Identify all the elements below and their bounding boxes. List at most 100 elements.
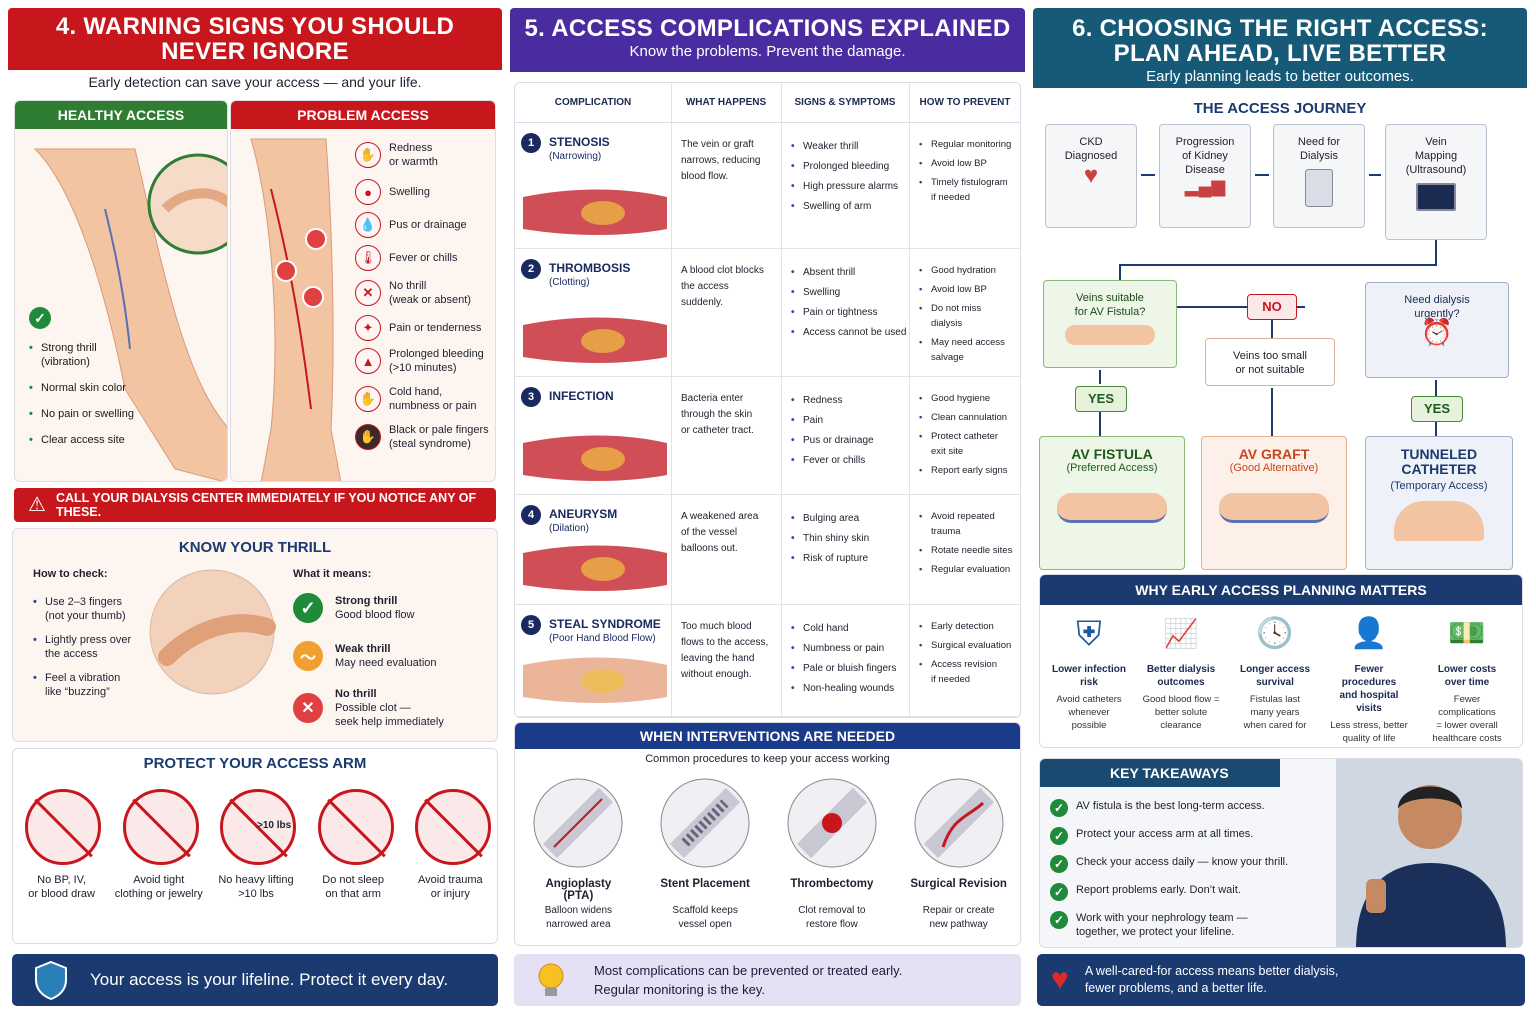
symptom-item: Risk of rupture	[791, 549, 907, 569]
protect-arm-card: PROTECT YOUR ACCESS ARM >10 lbs No BP, I…	[12, 748, 498, 944]
complication-name: STENOSIS	[549, 135, 610, 149]
problem-item: ✋Redness or warmth	[355, 141, 438, 169]
column-header: SIGNS & SYMPTOMS	[794, 97, 896, 108]
vessel-illustration	[523, 657, 667, 703]
prevention-item: May need access salvage	[919, 335, 1020, 365]
no-bp-icon	[25, 789, 101, 865]
prevention-item: Avoid low BP	[919, 282, 1020, 297]
procedure-list: Angioplasty (PTA) Balloon widens narrowe…	[515, 777, 1020, 932]
symptom-item: Cold hand	[791, 619, 907, 639]
question-urgent: Need dialysis urgently? ⏰	[1365, 282, 1509, 378]
procedure-revision: Surgical Revision Repair or create new p…	[900, 777, 1018, 932]
symptom-item: Absent thrill	[791, 263, 907, 283]
problem-item: ✕No thrill (weak or absent)	[355, 279, 471, 307]
complication-name: STEAL SYNDROME	[549, 617, 661, 631]
complication-sub: (Narrowing)	[549, 151, 602, 162]
x-icon: ✕	[293, 693, 323, 723]
interventions-card: WHEN INTERVENTIONS ARE NEEDED Common pro…	[514, 722, 1021, 946]
healthy-item: No pain or swelling	[29, 407, 159, 421]
choosing-access-panel: 6. CHOOSING THE RIGHT ACCESS: PLAN AHEAD…	[1033, 8, 1527, 1016]
question-fistula: Veins suitable for AV Fistula?	[1043, 280, 1177, 368]
symptom-item: Numbness or pain	[791, 639, 907, 659]
lightbulb-icon	[538, 963, 564, 996]
no-tight-clothing-icon	[122, 789, 199, 865]
row-number: 5	[521, 615, 541, 635]
chart-icon: ▂▄▆	[1184, 176, 1226, 196]
prevention-item: Avoid low BP	[919, 156, 1020, 171]
healthy-item: Strong thrill (vibration)	[29, 341, 159, 369]
section-6-footer: ♥ A well-cared-for access means better d…	[1037, 954, 1525, 1006]
problem-item: 💧Pus or drainage	[355, 212, 467, 238]
pulse-icon: 〜	[293, 641, 323, 671]
symptom-item: High pressure alarms	[791, 177, 907, 197]
prevention-item: Early detection	[919, 619, 1020, 634]
vessel-illustration	[523, 545, 667, 591]
protect-item: Avoid tight clothing or jewelry	[114, 874, 203, 900]
prevention-item: Good hygiene	[919, 391, 1020, 406]
section-4-header: 4. WARNING SIGNS YOU SHOULD NEVER IGNORE	[8, 8, 502, 70]
section-5-title: 5. ACCESS COMPLICATIONS EXPLAINED	[524, 15, 1011, 42]
complication-sub: (Clotting)	[549, 277, 590, 288]
row-number: 3	[521, 387, 541, 407]
pain-icon: ✦	[355, 315, 381, 341]
prevention-item: Good hydration	[919, 263, 1020, 278]
means-label: What it means:	[293, 568, 372, 580]
symptom-item: Swelling	[791, 283, 907, 303]
stent-icon	[660, 778, 750, 868]
redness-icon: ✋	[355, 142, 381, 168]
symptom-item: Fever or chills	[791, 451, 907, 471]
vessel-illustration	[523, 189, 667, 235]
problem-access-label: PROBLEM ACCESS	[231, 101, 495, 129]
problem-item: 🌡Fever or chills	[355, 245, 457, 271]
what-happens: Too much blood flows to the access, leav…	[681, 621, 769, 680]
symptom-item: Pain	[791, 411, 907, 431]
what-happens: A weakened area of the vessel balloons o…	[681, 511, 759, 554]
check-icon: ✓	[1050, 799, 1068, 817]
how-item: Feel a vibration like “buzzing”	[33, 671, 153, 699]
healthy-access-label: HEALTHY ACCESS	[15, 101, 227, 129]
prevention-item: Timely fistulogram if needed	[919, 175, 1020, 205]
alarm-clock-icon: ⏰	[1420, 317, 1454, 347]
shield-icon: ⛨	[1076, 615, 1102, 653]
thrombectomy-icon	[787, 778, 877, 868]
problem-arm-illustration	[250, 138, 342, 481]
takeaway-item: ✓AV fistula is the best long-term access…	[1050, 799, 1340, 827]
healthy-arm-illustration	[33, 148, 227, 481]
chart-icon: 📈	[1163, 618, 1199, 649]
problem-item: ✋Black or pale fingers (steal syndrome)	[355, 423, 489, 451]
interventions-subtitle: Common procedures to keep your access wo…	[645, 753, 890, 765]
symptom-item: Thin shiny skin	[791, 529, 907, 549]
why-item-infection: ⛨ Lower infection risk Avoid catheters w…	[1046, 605, 1132, 732]
vessel-illustration	[523, 435, 667, 481]
check-icon: ✓	[1050, 827, 1068, 845]
column-header: HOW TO PREVENT	[919, 97, 1011, 108]
procedure-thrombectomy: Thrombectomy Clot removal to restore flo…	[773, 777, 891, 932]
symptom-item: Pus or drainage	[791, 431, 907, 451]
takeaways-list: ✓AV fistula is the best long-term access…	[1050, 799, 1340, 939]
section-4-title-line1: 4. WARNING SIGNS YOU SHOULD	[55, 13, 455, 40]
table-header: COMPLICATION WHAT HAPPENS SIGNS & SYMPTO…	[515, 83, 1020, 123]
no-trauma-icon	[415, 789, 491, 865]
how-label: How to check:	[33, 568, 108, 580]
healthy-item: Normal skin color	[29, 381, 159, 395]
why-title: WHY EARLY ACCESS PLANNING MATTERS	[1040, 575, 1522, 605]
clock-icon: 🕓	[1256, 617, 1294, 650]
interventions-title: WHEN INTERVENTIONS ARE NEEDED	[515, 723, 1020, 749]
dialysis-machine-icon	[1305, 169, 1333, 207]
vessel-illustration	[523, 317, 667, 363]
how-list: Use 2–3 fingers (not your thumb) Lightly…	[33, 595, 153, 699]
prevention-item: Access revision if needed	[919, 657, 1020, 687]
option-av-graft: AV GRAFT (Good Alternative)	[1201, 436, 1347, 570]
no-heavy-lifting-icon: >10 lbs	[220, 789, 296, 865]
protect-labels: No BP, IV, or blood draw Avoid tight clo…	[13, 873, 497, 901]
doctor-icon: 👤	[1350, 617, 1388, 650]
angioplasty-icon	[533, 778, 623, 868]
symptom-item: Pale or bluish fingers	[791, 659, 907, 679]
symptom-item: Swelling of arm	[791, 197, 907, 217]
thermometer-icon: 🌡	[355, 245, 381, 271]
black-fingers-icon: ✋	[355, 424, 381, 450]
alert-bar: ⚠ CALL YOUR DIALYSIS CENTER IMMEDIATELY …	[14, 488, 496, 522]
step-progression: Progression of Kidney Disease▂▄▆	[1159, 124, 1251, 228]
